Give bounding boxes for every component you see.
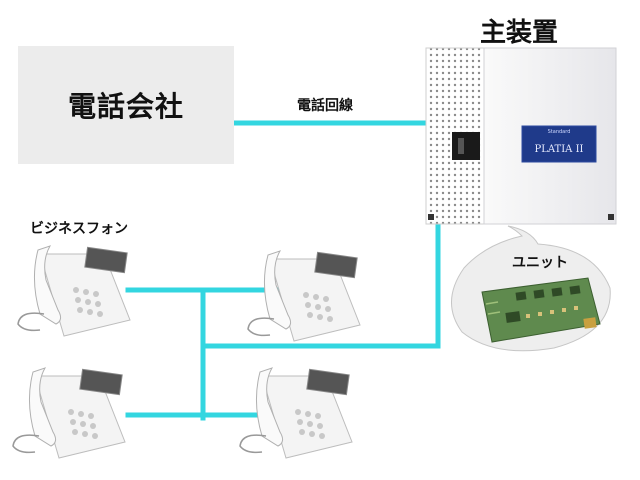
pbx-unit-image: Standard PLATIA II — [425, 47, 617, 225]
phone-line-label: 電話回線 — [297, 98, 353, 114]
telephone-company-label: 電話会社 — [67, 90, 184, 123]
business-phone-2 — [247, 250, 361, 342]
pbx-brand-small: Standard — [548, 129, 571, 135]
unit-board-image — [481, 277, 601, 343]
unit-title: ユニット — [512, 255, 568, 271]
pbx-brand-panel: PLATIA II — [535, 144, 584, 155]
pbx-drop-wire — [200, 223, 441, 349]
business-phone-title: ビジネスフォン — [30, 221, 128, 237]
phone-icon — [17, 245, 131, 337]
circuit-board-icon — [481, 277, 601, 343]
phone-icon — [12, 367, 126, 459]
business-phone-4 — [239, 367, 353, 459]
phone-icon — [247, 250, 361, 342]
phone-icon — [239, 367, 353, 459]
telephone-company-box: 電話会社 — [18, 46, 234, 164]
business-phone-3 — [12, 367, 126, 459]
business-phone-1 — [17, 245, 131, 337]
pbx-title: 主装置 — [480, 18, 559, 48]
